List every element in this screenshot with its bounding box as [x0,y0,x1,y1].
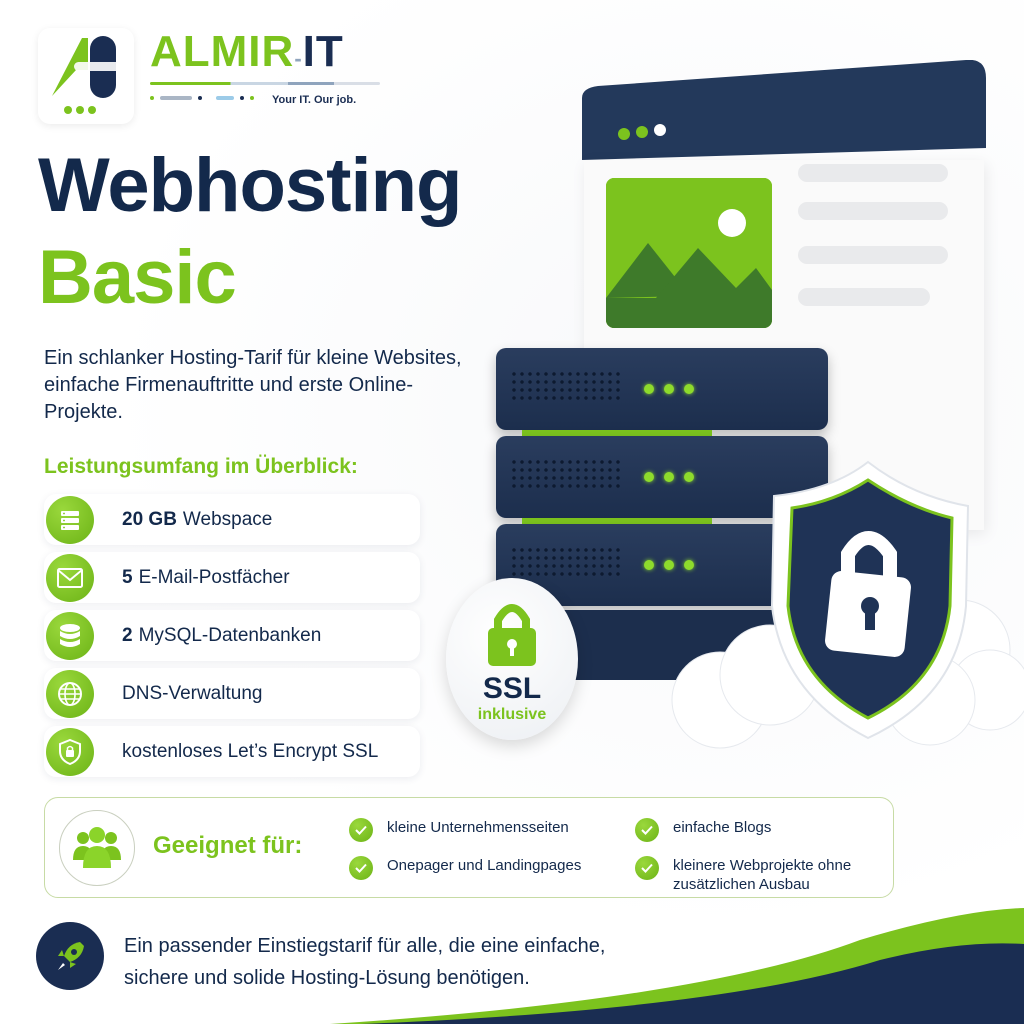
server-icon [46,496,94,544]
text-line-placeholder [798,164,948,182]
logo-underline [150,82,380,85]
text-line-placeholder [798,202,948,220]
people-icon [59,810,135,886]
mail-icon [46,554,94,602]
page-subtitle: Basic [38,235,237,320]
checkmark-icon [635,818,659,842]
checkmark-icon [349,818,373,842]
page-title: Webhosting [38,143,462,228]
suitable-for-box: Geeignet für: kleine Unternehmensseiten … [44,797,894,898]
browser-titlebar [582,60,986,160]
suitable-item: einfache Blogs [635,818,771,842]
rocket-icon [36,922,104,990]
feature-item-ssl: kostenloses Let’s Encrypt SSL [44,726,420,777]
database-icon [46,612,94,660]
checkmark-icon [349,856,373,880]
padlock-icon [488,604,536,666]
server-unit [496,436,828,524]
image-placeholder-icon [606,178,772,328]
ssl-badge: SSL inklusive [446,578,578,740]
footer-text: Ein passender Einstiegstarif für alle, d… [124,935,606,989]
checkmark-icon [635,856,659,880]
suitable-item: kleine Unternehmensseiten [349,818,569,842]
footer-wave [330,908,1024,1024]
ssl-subtitle: inklusive [477,706,547,723]
logo-mark [38,28,134,124]
shield-lock-icon [46,728,94,776]
feature-item-dns: DNS-Verwaltung [44,668,420,719]
almir-it-logo-icon [52,36,124,114]
suitable-item: Onepager und Landingpages [349,856,581,880]
brand-tagline: Your IT. Our job. [272,94,357,106]
shield-lock-icon [770,460,970,740]
suitable-label: Geeignet für: [153,832,303,859]
features-heading: Leistungsumfang im Überblick: [44,455,358,478]
brand-name: ALMIR-IT [150,27,344,76]
text-line-placeholder [798,288,930,306]
globe-icon [46,670,94,718]
ssl-title: SSL [482,672,542,705]
text-line-placeholder [798,246,948,264]
suitable-item: kleinere Webprojekte ohne zusätzlichen A… [635,856,875,894]
intro-text: Ein schlanker Hosting-Tarif für kleine W… [44,347,462,423]
logo-dots [150,96,254,100]
server-unit [496,348,828,436]
